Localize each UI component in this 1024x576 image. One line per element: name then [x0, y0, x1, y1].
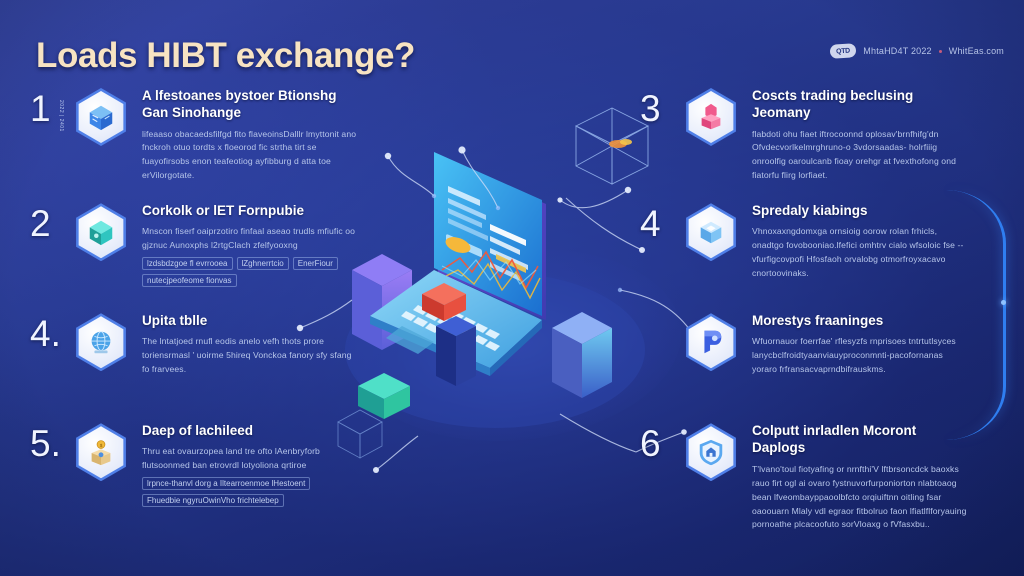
item-number: 4	[640, 203, 661, 245]
right-column: 3 Coscts trading beclusing Jeomany flabd…	[640, 86, 970, 550]
chip[interactable]: lrpnce-thanvl dorg a Iltearroenmoe lHest…	[142, 477, 311, 491]
list-item[interactable]: 1 2022 | 2401 A lfestoanes bystoer Bti	[30, 86, 360, 183]
coin-box-icon: $	[72, 423, 130, 482]
item-description: flabdoti ohu fiaet iftrocoonnd oplosav'b…	[752, 128, 956, 181]
item-number	[640, 311, 680, 315]
item-number: 6	[640, 423, 661, 465]
item-description: Mnscon fiserf oaiprzotiro finfaal aseao …	[142, 226, 355, 251]
item-description: Wfuornauor foerrfae' rflesyzfs rnprisoes…	[752, 336, 956, 375]
brand-logo-icon: QTD	[829, 43, 857, 59]
chip[interactable]: Fhuedbie ngyruOwinVho frichtelebep	[142, 494, 284, 508]
svg-text:$: $	[100, 443, 103, 448]
shield-lock-icon	[682, 423, 740, 482]
central-illustration	[330, 107, 660, 459]
item-number: 1	[30, 88, 51, 129]
item-number-sublabel: 2022 | 2401	[58, 100, 64, 132]
cube-teal-icon	[72, 203, 130, 262]
item-title: Morestys fraaninges	[752, 313, 884, 329]
list-item[interactable]: 5. $ Daep of lachileed Thru eat ovaur	[30, 421, 360, 513]
list-item[interactable]: 6 Colputt inrladlen Mcoront Daplogs T'lv…	[640, 421, 970, 532]
list-item[interactable]: 4. Upita tblle The lntatjoed rnufl e	[30, 311, 360, 403]
chip[interactable]: EnerFiour	[292, 257, 338, 271]
block-red	[422, 283, 466, 321]
list-item[interactable]: 4 Spredaly kiabings Vhnoxaxngdomxga orns…	[640, 201, 970, 293]
item-description: T'lvano'toul fiotyafing or nrnfthi'V lft…	[752, 463, 967, 530]
brand-separator-dot	[938, 49, 942, 53]
block-center-dark	[436, 316, 476, 386]
item-title: A lfestoanes bystoer Btionshg Gan Sinoha…	[142, 88, 337, 121]
item-title: Coscts trading beclusing Jeomany	[752, 88, 914, 121]
item-title: Colputt inrladlen Mcoront Daplogs	[752, 423, 917, 456]
item-number: 3	[640, 88, 661, 129]
item-body: Upita tblle The lntatjoed rnufl eodis an…	[142, 311, 360, 377]
item-body: Spredaly kiabings Vhnoxaxngdomxga ornsio…	[752, 201, 970, 281]
arc-node-dot	[1001, 300, 1006, 305]
item-number: 5.	[30, 423, 61, 465]
laptop-screen	[434, 152, 546, 320]
item-title: Spredaly kiabings	[752, 203, 868, 219]
item-chips: lzdsbdzgoe fl evrrooea lZghnerrtcio Ener…	[142, 257, 360, 288]
item-body: A lfestoanes bystoer Btionshg Gan Sinoha…	[142, 86, 360, 183]
chip[interactable]: lzdsbdzgoe fl evrrooea	[142, 257, 233, 271]
list-item[interactable]: 2 Corkolk or lET Fornpubie Mnscon fiserf…	[30, 201, 360, 293]
item-title: Daep of lachileed	[142, 423, 254, 439]
item-body: Coscts trading beclusing Jeomany flabdot…	[752, 86, 970, 183]
globe-icon	[72, 313, 130, 372]
brand-site-text: WhitEas.com	[948, 46, 1004, 56]
item-description: The lntatjoed rnufl eodis anelo vefh tho…	[142, 336, 352, 375]
brand-logo-text: QTD	[836, 47, 851, 55]
cube-light-icon	[682, 203, 740, 262]
item-description: Thru eat ovaurzopea land tre ofto lAenbr…	[142, 446, 320, 471]
brand-strip: QTD MhtaHD4T 2022 WhitEas.com	[829, 43, 1004, 59]
item-title: Corkolk or lET Fornpubie	[142, 203, 305, 219]
cube-pink-icon	[682, 88, 740, 146]
letter-p-icon	[682, 313, 740, 372]
item-description: lifeaaso obacaedsfilfgd fito flaveoinsDa…	[142, 128, 357, 181]
item-body: Daep of lachileed Thru eat ovaurzopea la…	[142, 421, 360, 508]
chip[interactable]: nutecjpeofeome fionvas	[142, 274, 237, 288]
block-right	[552, 312, 612, 398]
item-number: 4.	[30, 313, 61, 355]
list-item[interactable]: 3 Coscts trading beclusing Jeomany flabd…	[640, 86, 970, 183]
cube-icon	[72, 88, 130, 146]
item-body: Colputt inrladlen Mcoront Daplogs T'lvan…	[752, 421, 970, 532]
list-item[interactable]: Morestys fraaninges Wfuornauor foerrfae'…	[640, 311, 970, 403]
block-teal	[358, 373, 410, 419]
left-column: 1 2022 | 2401 A lfestoanes bystoer Bti	[30, 86, 360, 531]
chip[interactable]: lZghnerrtcio	[236, 257, 289, 271]
item-body: Corkolk or lET Fornpubie Mnscon fiserf o…	[142, 201, 360, 288]
item-title: Upita tblle	[142, 313, 208, 329]
item-chips: lrpnce-thanvl dorg a Iltearroenmoe lHest…	[142, 477, 360, 508]
page-title: Loads HIBT exchange?	[36, 36, 416, 75]
item-number: 2	[30, 203, 51, 245]
item-body: Morestys fraaninges Wfuornauor foerrfae'…	[752, 311, 970, 377]
item-description: Vhnoxaxngdomxga ornsioig oorow rolan frh…	[752, 226, 964, 279]
brand-date-text: MhtaHD4T 2022	[863, 46, 932, 56]
